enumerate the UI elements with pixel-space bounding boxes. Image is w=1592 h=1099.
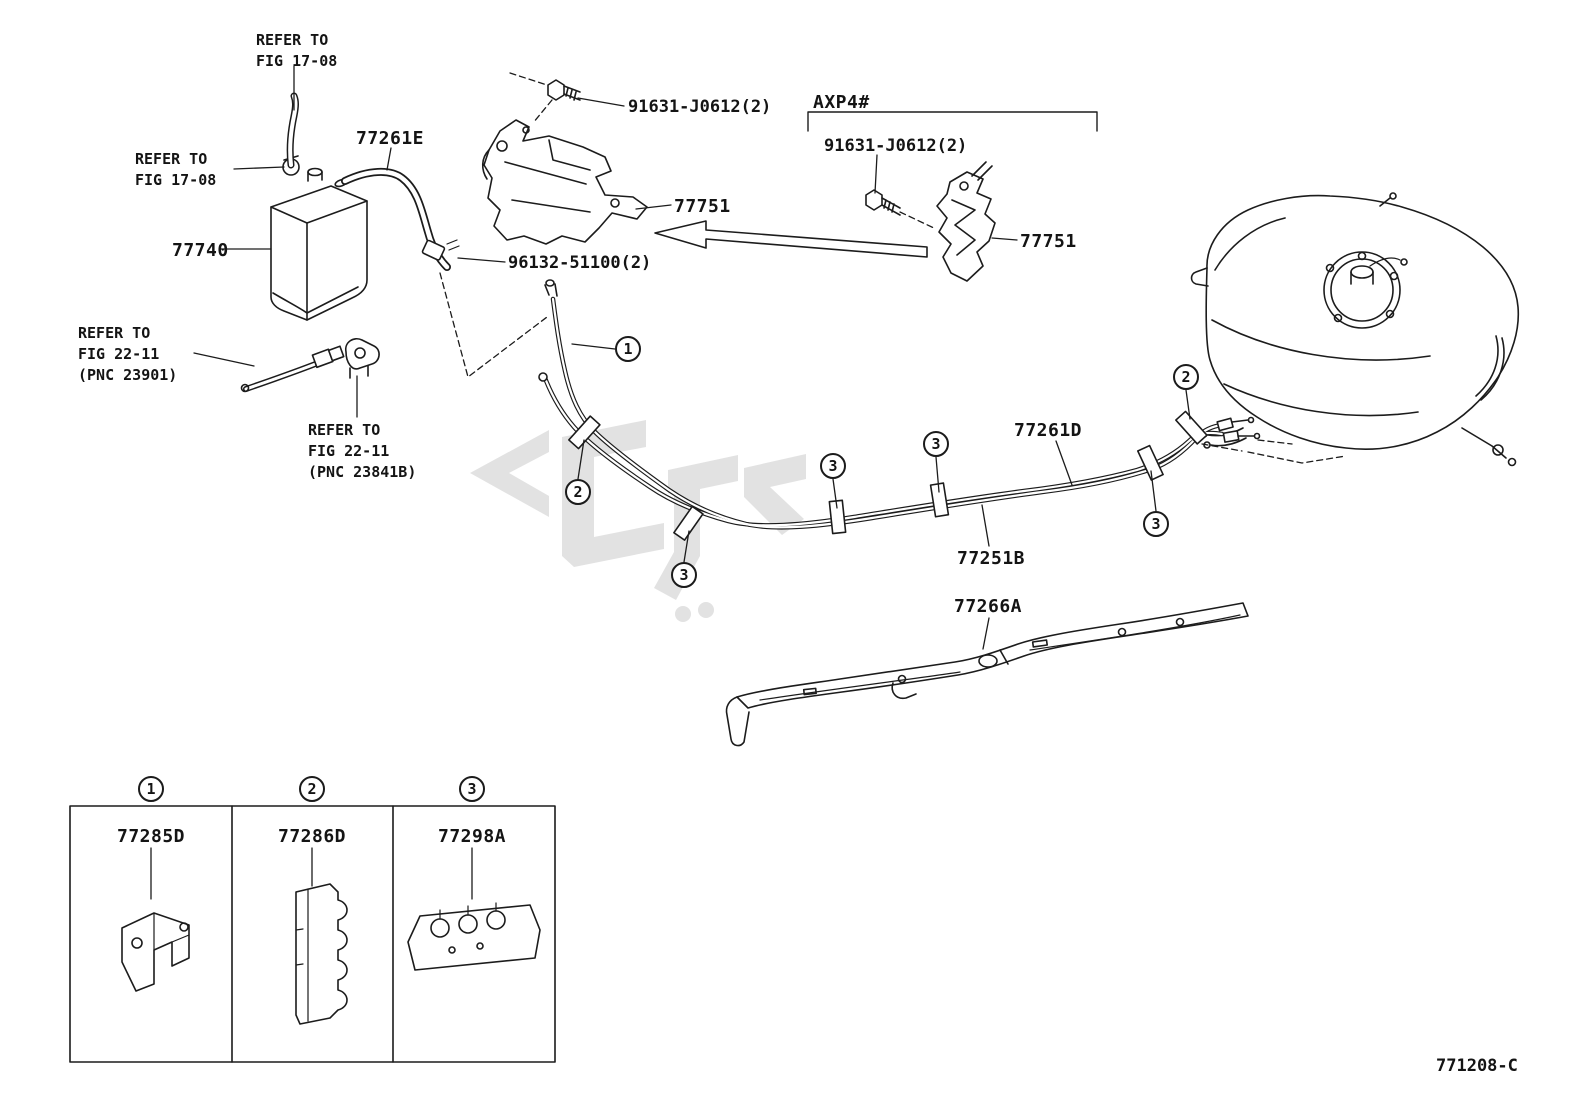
part-label-77751-left: 77751 — [674, 196, 731, 217]
legend-part-77298A: 77298A — [437, 826, 507, 847]
bracket-77751-left — [481, 119, 648, 245]
legend-callout-2: 2 — [299, 776, 325, 802]
diagram-code: 771208-C — [1436, 1056, 1518, 1076]
legend-callout-1: 1 — [138, 776, 164, 802]
callout-3-d: 3 — [1143, 511, 1169, 537]
direction-arrow — [654, 220, 928, 258]
tube-clamps — [568, 410, 1208, 541]
callout-2-right: 2 — [1173, 364, 1199, 390]
part-label-77751-right: 77751 — [1020, 231, 1077, 252]
bolt-91631-axp — [865, 189, 901, 216]
callout-3-a: 3 — [671, 562, 697, 588]
part-label-91631-axp: 91631-J0612(2) — [824, 136, 968, 156]
bracket-77751-right — [936, 161, 996, 282]
hose-77261E — [341, 168, 460, 271]
refer-note-fig17-08-top: REFER TO FIG 17-08 — [256, 31, 338, 70]
axp4-bracket-line — [807, 111, 1098, 132]
part-label-77261D: 77261D — [1014, 420, 1083, 441]
callout-3-c: 3 — [923, 431, 949, 457]
canister-drawing — [270, 155, 368, 321]
legend-callout-3: 3 — [459, 776, 485, 802]
fuel-tank-drawing — [1190, 192, 1520, 467]
callout-1: 1 — [615, 336, 641, 362]
clamp-77286D-drawing — [295, 883, 348, 1025]
part-label-77251B: 77251B — [957, 548, 1026, 569]
bolt-91631-top — [547, 79, 581, 101]
left-pipe-and-clamp — [240, 337, 380, 393]
watermark-logo — [470, 420, 806, 622]
part-label-91631-top: 91631-J0612(2) — [628, 97, 772, 117]
callout-3-b: 3 — [820, 453, 846, 479]
part-label-77266A: 77266A — [954, 596, 1023, 617]
part-label-77261E: 77261E — [356, 128, 425, 149]
clamp-77285D-drawing — [121, 912, 190, 992]
refer-note-fig22-11-pnc23841b: REFER TO FIG 22-11 (PNC 23841B) — [308, 421, 417, 481]
model-code-axp4: AXP4# — [813, 92, 870, 113]
refer-note-fig17-08-left: REFER TO FIG 17-08 — [135, 150, 217, 189]
fuel-tubes-drawing — [538, 279, 1261, 530]
part-label-96132-51100: 96132-51100(2) — [508, 253, 652, 273]
refer-note-fig22-11-pnc23901: REFER TO FIG 22-11 (PNC 23901) — [78, 324, 178, 384]
part-label-77740: 77740 — [172, 240, 229, 261]
dashed-lines — [439, 72, 1347, 464]
legend-part-77286D: 77286D — [277, 826, 347, 847]
callout-2-left: 2 — [565, 479, 591, 505]
protector-77266A-drawing — [725, 602, 1249, 747]
leader-lines — [150, 65, 1191, 900]
legend-part-77285D: 77285D — [116, 826, 186, 847]
canister-vent-hose — [286, 92, 299, 169]
clamp-77298A-drawing — [407, 902, 541, 971]
